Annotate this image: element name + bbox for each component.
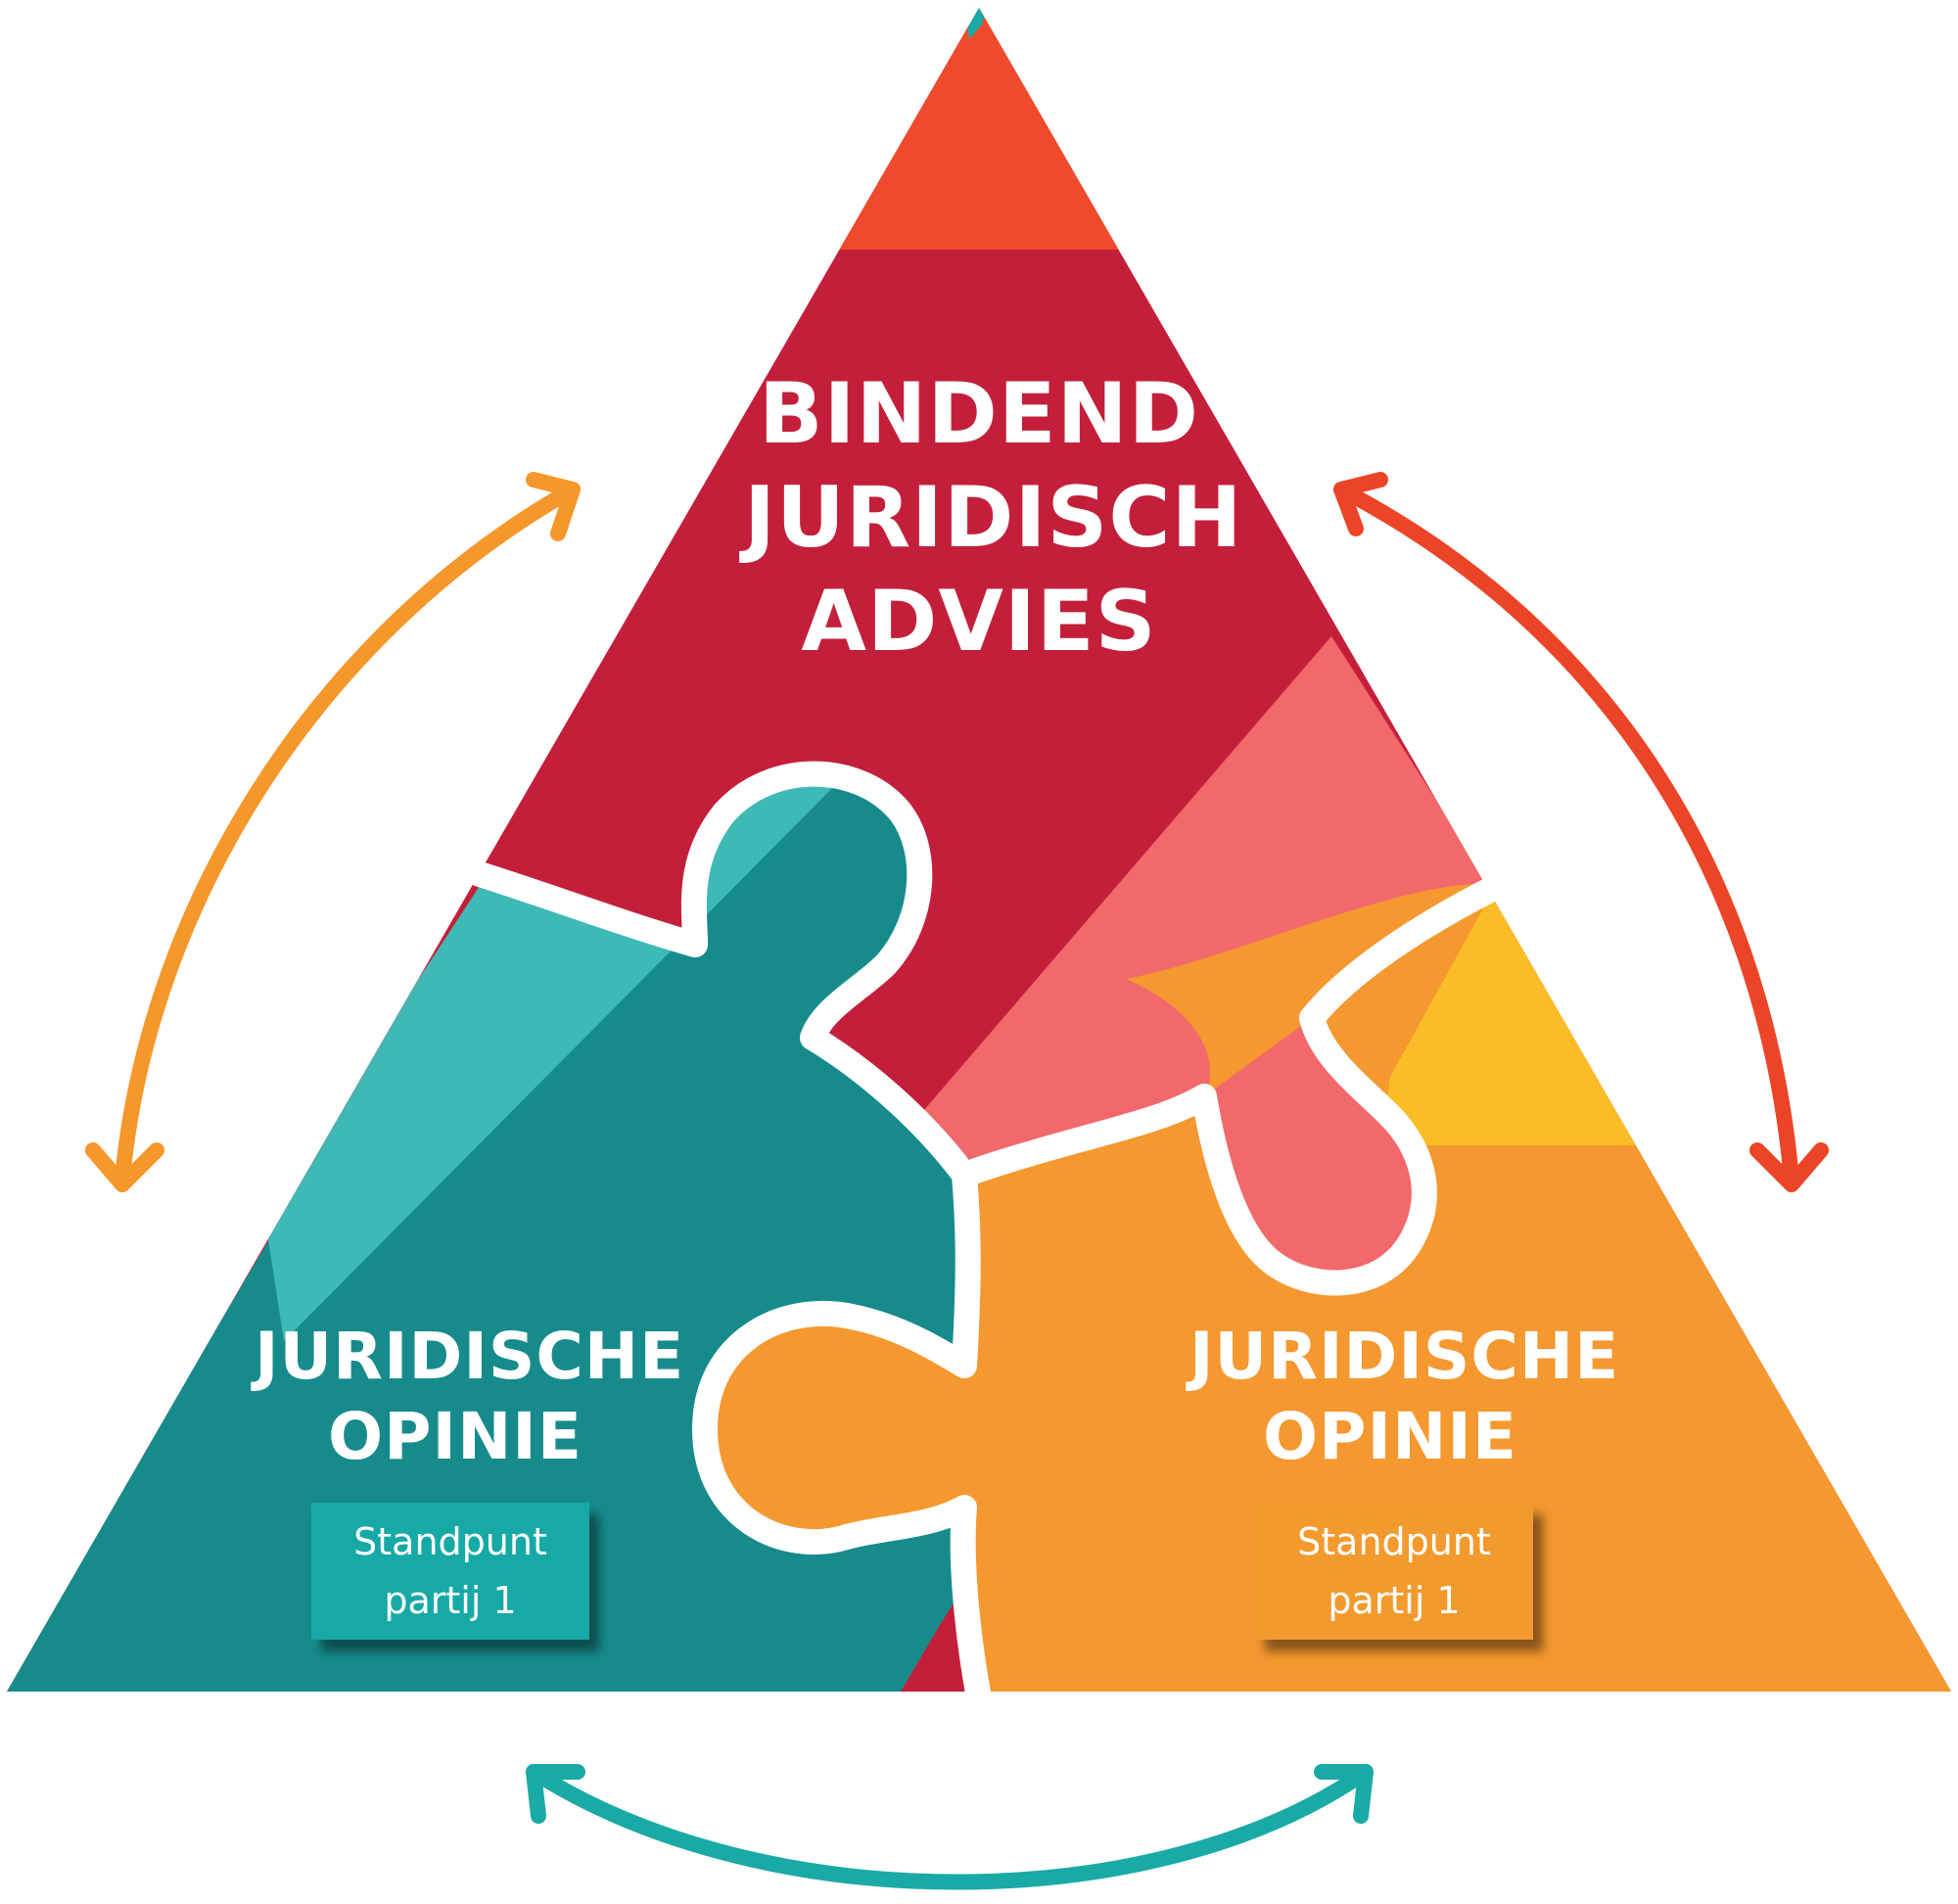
top-tab-knob — [1204, 1018, 1424, 1283]
left-piece-title: JURIDISCHE OPINIE — [255, 1317, 685, 1477]
right-arrow-head-bottom — [1749, 1142, 1829, 1192]
title-line: BINDEND — [758, 365, 1200, 463]
left-right-seam — [692, 1162, 992, 1711]
title-line: OPINIE — [328, 1399, 583, 1474]
box-line: Standpunt — [1297, 1520, 1491, 1563]
box-line: partij 1 — [1328, 1579, 1461, 1622]
right-arrow-head-top — [1333, 472, 1388, 536]
box-line: Standpunt — [353, 1520, 547, 1563]
bottom-arrow-head-right — [1314, 1764, 1374, 1824]
right-standpunt-box: Standpunt partij 1 — [1255, 1503, 1533, 1640]
left-arrow — [115, 482, 581, 1187]
title-line: JURIDISCHE — [1189, 1319, 1620, 1394]
left-piece — [7, 773, 979, 1692]
right-yellow-band — [1380, 891, 1645, 1145]
arrows — [85, 472, 1829, 1890]
bottom-arrow — [526, 1764, 1374, 1890]
left-arrow-head-bottom — [85, 1142, 164, 1192]
title-line: JURIDISCH — [744, 469, 1243, 567]
top-piece-title: BINDEND JURIDISCH ADVIES — [744, 362, 1243, 673]
puzzle-separators — [467, 761, 1511, 1711]
left-top-seam — [467, 761, 977, 1187]
bottom-arrow-head-left — [526, 1764, 585, 1824]
left-standpunt-box: Standpunt partij 1 — [311, 1503, 589, 1640]
right-top-seam — [952, 873, 1511, 1296]
right-piece-title: JURIDISCHE OPINIE — [1189, 1317, 1620, 1477]
title-line: OPINIE — [1263, 1399, 1517, 1474]
title-line: ADVIES — [801, 573, 1157, 671]
box-line: partij 1 — [384, 1579, 517, 1622]
left-arrow-head-top — [526, 472, 581, 541]
title-line: JURIDISCHE — [255, 1319, 685, 1394]
right-arrow — [1333, 482, 1799, 1187]
top-tip-band — [7, 8, 1951, 250]
